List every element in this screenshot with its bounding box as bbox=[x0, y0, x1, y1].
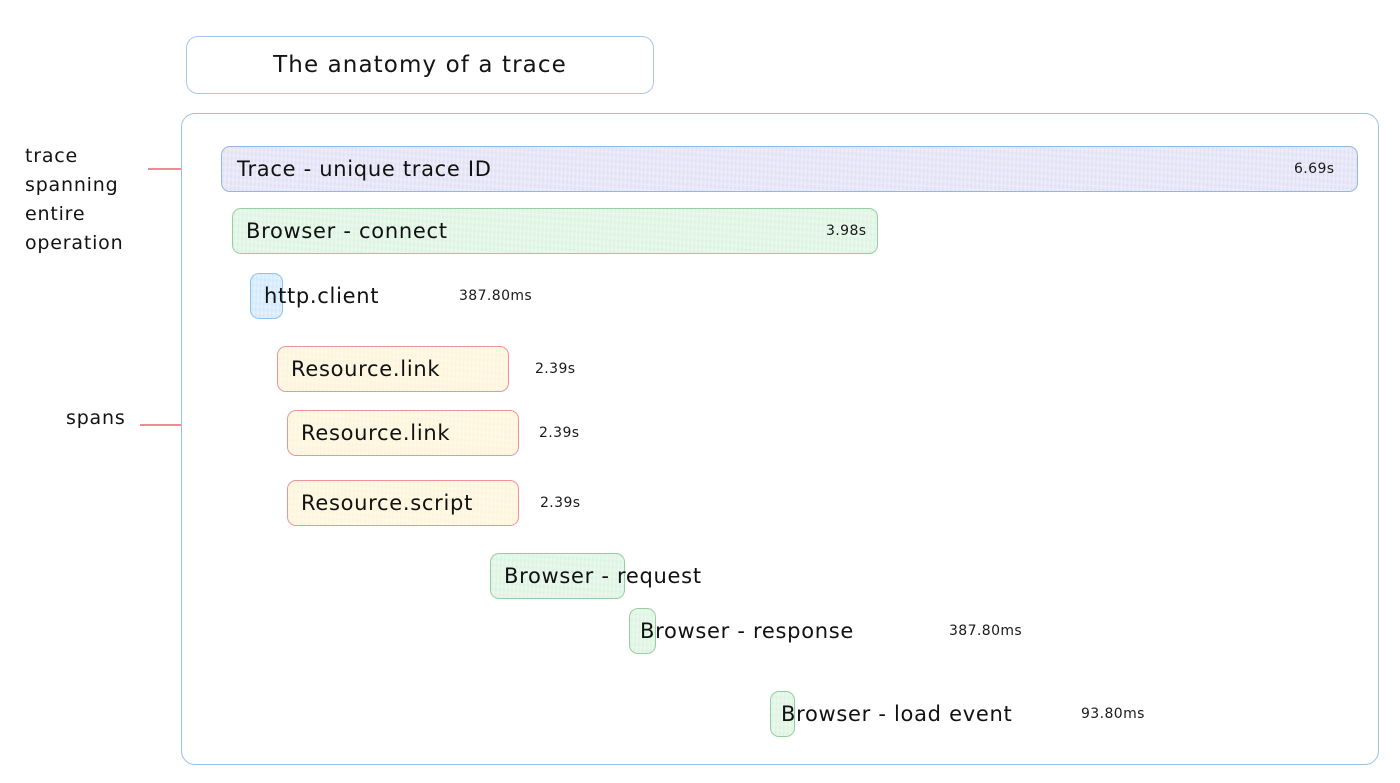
span-label-resource-link-1: Resource.link bbox=[291, 357, 441, 381]
annotation-trace-leader-line bbox=[148, 168, 206, 170]
span-bar-resource-link-1[interactable] bbox=[277, 346, 509, 392]
title-card: The anatomy of a trace bbox=[186, 36, 654, 94]
span-label-resource-script: Resource.script bbox=[301, 491, 473, 515]
span-row-browser-load-event[interactable]: Browser - load event 93.80ms bbox=[770, 691, 1170, 737]
annotation-spans-leader-line bbox=[140, 424, 212, 426]
span-row-browser-connect[interactable]: Browser - connect 3.98s bbox=[232, 208, 878, 254]
span-duration-resource-link-2: 2.39s bbox=[539, 425, 580, 441]
span-label-browser-connect: Browser - connect bbox=[246, 219, 448, 243]
span-duration-resource-script: 2.39s bbox=[540, 495, 581, 511]
span-row-http-client[interactable]: http.client 387.80ms bbox=[250, 273, 550, 319]
span-bar-browser-connect[interactable] bbox=[232, 208, 878, 254]
span-row-resource-script[interactable]: Resource.script 2.39s bbox=[287, 480, 627, 526]
span-bar-browser-request[interactable] bbox=[490, 553, 625, 599]
span-bar-trace[interactable] bbox=[221, 146, 1358, 192]
span-duration-browser-load-event: 93.80ms bbox=[1081, 706, 1145, 722]
span-row-resource-link-1[interactable]: Resource.link 2.39s bbox=[277, 346, 597, 392]
page-title: The anatomy of a trace bbox=[273, 52, 567, 78]
span-duration-browser-connect: 3.98s bbox=[826, 223, 867, 239]
span-duration-browser-response: 387.80ms bbox=[949, 623, 1023, 639]
span-bar-browser-response[interactable] bbox=[629, 608, 656, 654]
span-duration-trace: 6.69s bbox=[1294, 161, 1335, 177]
span-bar-resource-script[interactable] bbox=[287, 480, 519, 526]
span-row-browser-response[interactable]: Browser - response 387.80ms bbox=[629, 608, 1049, 654]
annotation-trace-label: trace spanning entire operation bbox=[25, 145, 124, 254]
span-label-trace: Trace - unique trace ID bbox=[237, 157, 492, 181]
span-duration-http-client: 387.80ms bbox=[459, 288, 533, 304]
span-duration-resource-link-1: 2.39s bbox=[535, 361, 576, 377]
span-label-browser-load-event: Browser - load event bbox=[781, 702, 1013, 726]
span-bar-http-client[interactable] bbox=[250, 273, 283, 319]
span-label-browser-request: Browser - request bbox=[504, 564, 702, 588]
span-label-resource-link-2: Resource.link bbox=[301, 421, 451, 445]
span-bar-browser-load-event[interactable] bbox=[770, 691, 795, 737]
span-row-trace[interactable]: Trace - unique trace ID 6.69s bbox=[221, 146, 1361, 192]
span-label-browser-response: Browser - response bbox=[640, 619, 855, 643]
annotation-spans-label: spans bbox=[66, 407, 126, 429]
span-row-browser-request[interactable]: Browser - request bbox=[490, 553, 750, 599]
span-label-http-client: http.client bbox=[264, 284, 380, 308]
span-row-resource-link-2[interactable]: Resource.link 2.39s bbox=[287, 410, 607, 456]
span-bar-resource-link-2[interactable] bbox=[287, 410, 519, 456]
